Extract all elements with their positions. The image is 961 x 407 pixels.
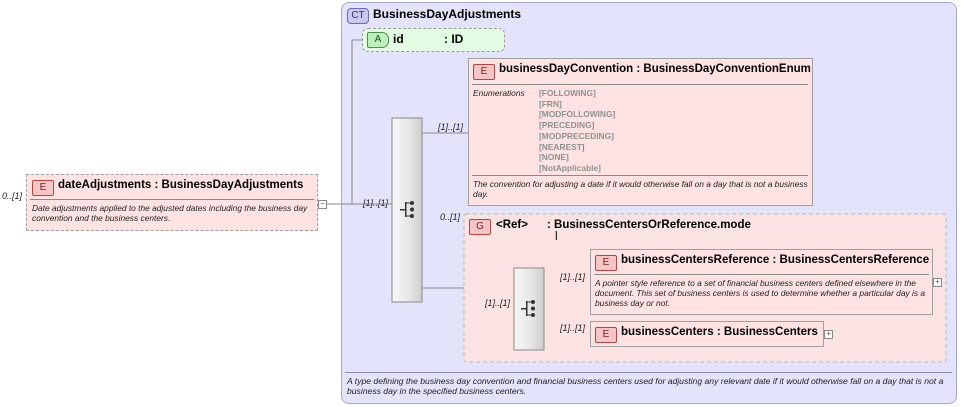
- sequence-icon: [521, 300, 535, 317]
- attribute-badge: A: [367, 32, 389, 48]
- sequence-icon: [400, 201, 414, 218]
- complex-type-description: A type defining the business day convent…: [347, 376, 944, 396]
- group-name-suffix: l: [555, 231, 558, 243]
- root-element-badge: E: [32, 180, 54, 196]
- enum-item: [FRN]: [539, 98, 562, 109]
- convention-element-type: : BusinessDayConventionEnum: [636, 63, 811, 75]
- centers-reference-name-text: businessCentersReference: [621, 254, 770, 266]
- enum-item: [PRECEDING]: [539, 120, 595, 131]
- connector-attribute: [351, 39, 363, 204]
- enum-item: [MODPRECEDING]: [539, 130, 614, 141]
- convention-element-name: businessDayConvention : BusinessDayConve…: [499, 63, 811, 75]
- centers-reference-separator: [594, 274, 929, 275]
- centers-reference-multiplicity: [1]..[1]: [560, 272, 586, 282]
- enum-item: [FOLLOWING]: [539, 88, 596, 98]
- attribute-type: : ID: [444, 32, 464, 46]
- convention-description: The convention for adjusting a date if i…: [473, 179, 808, 199]
- root-element-separator: [30, 199, 314, 200]
- root-element-box[interactable]: [26, 174, 318, 231]
- centers-reference-box[interactable]: [590, 249, 933, 315]
- enum-item: [NEAREST]: [539, 141, 585, 152]
- enum-item: [NotApplicable]: [539, 162, 601, 173]
- minus-icon[interactable]: −: [318, 200, 327, 209]
- root-element-description: Date adjustments applied to the adjusted…: [32, 203, 308, 223]
- convention-separator-bottom: [472, 175, 808, 176]
- plus-icon[interactable]: +: [933, 278, 942, 287]
- group-badge: G: [469, 219, 491, 235]
- convention-element-box[interactable]: [468, 58, 813, 206]
- root-element-name: dateAdjustments : BusinessDayAdjustments: [58, 179, 303, 191]
- centers-element-type: : BusinessCenters: [716, 326, 818, 338]
- centers-element-badge: E: [595, 327, 617, 343]
- convention-element-badge: E: [473, 64, 495, 80]
- group-name[interactable]: : BusinessCentersOrReference.mode: [547, 219, 751, 231]
- attribute-name: id: [393, 32, 404, 46]
- convention-multiplicity: [1]..[1]: [438, 122, 464, 132]
- sequence-multiplicity: [1]..[1]: [363, 198, 389, 208]
- centers-multiplicity: [1]..[1]: [560, 323, 586, 333]
- complex-type-separator: [345, 372, 952, 373]
- plus-icon[interactable]: +: [824, 330, 833, 339]
- centers-element-name: businessCenters : BusinessCenters: [621, 326, 818, 338]
- centers-reference-badge: E: [595, 255, 617, 271]
- centers-element-box[interactable]: [590, 321, 824, 347]
- enumerations-label: Enumerations: [473, 88, 525, 98]
- convention-separator-top: [472, 84, 808, 85]
- centers-reference-type: : BusinessCentersReference: [772, 254, 930, 266]
- root-element-name-text: dateAdjustments: [58, 179, 152, 191]
- complex-type-badge: CT: [347, 8, 369, 24]
- complex-type-name[interactable]: BusinessDayAdjustments: [373, 7, 522, 21]
- root-multiplicity: 0..[1]: [2, 191, 23, 201]
- convention-element-name-text: businessDayConvention: [499, 63, 634, 75]
- root-element-type: : BusinessDayAdjustments: [154, 179, 304, 191]
- enum-item: [NONE]: [539, 152, 569, 163]
- group-ref: <Ref>: [496, 219, 528, 231]
- centers-reference-description: A pointer style reference to a set of fi…: [595, 278, 926, 308]
- centers-reference-name: businessCentersReference : BusinessCente…: [621, 254, 929, 266]
- enum-item: [MODFOLLOWING]: [539, 109, 616, 120]
- sequence-compositor: [391, 117, 423, 303]
- enum-list: [FOLLOWING] [FRN] [MODFOLLOWING] [PRECED…: [539, 88, 615, 174]
- group-sequence-multiplicity: [1]..[1]: [485, 298, 511, 308]
- centers-element-name-text: businessCenters: [621, 326, 714, 338]
- group-sequence-compositor: [513, 267, 545, 351]
- group-multiplicity: 0..[1]: [440, 212, 461, 222]
